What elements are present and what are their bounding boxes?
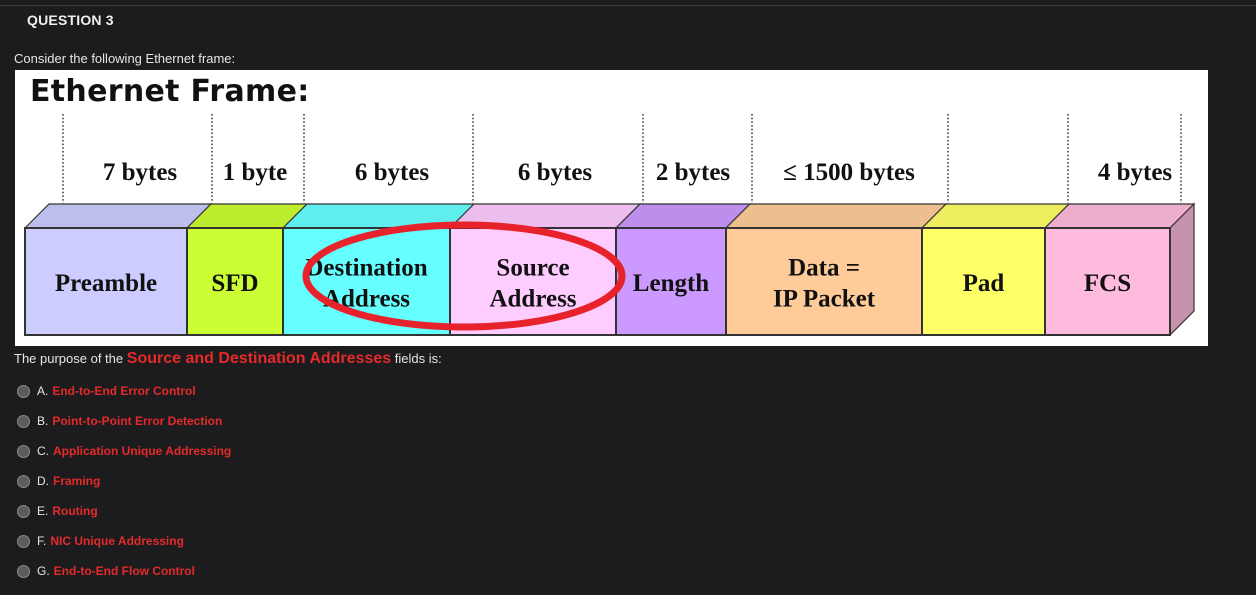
field-size-label: 6 bytes [518,159,593,186]
option-letter: F. [37,534,47,548]
prompt-before: The purpose of the [14,351,124,366]
field-size-label: 6 bytes [355,159,430,186]
option-d[interactable]: D. Framing [17,471,100,491]
option-letter: C. [37,444,49,458]
field-label: Length [633,270,710,297]
field-box-top [920,203,1071,229]
option-text: Framing [53,474,101,488]
field-box-top [23,203,213,229]
field-size-label: 1 byte [223,159,288,186]
field-size-label: 7 bytes [103,159,178,186]
field-size-label: 4 bytes [1098,159,1173,186]
option-c[interactable]: C. Application Unique Addressing [17,441,231,461]
field-label: Preamble [55,270,157,297]
option-b[interactable]: B. Point-to-Point Error Detection [17,411,222,431]
option-e[interactable]: E. Routing [17,501,98,521]
field-label: SFD [211,270,258,297]
option-letter: E. [37,504,49,518]
prompt-highlight: Source and Destination Addresses [126,350,392,367]
option-text: Routing [52,504,98,518]
prompt-after: fields is: [394,351,442,366]
field-label: Pad [963,270,1005,297]
field-box-front [186,227,284,336]
field-box-top [724,203,948,229]
option-f[interactable]: F. NIC Unique Addressing [17,531,184,551]
field-label: Data =IP Packet [773,255,876,313]
field-box-front [615,227,727,336]
radio-button-a[interactable] [17,384,30,398]
option-g[interactable]: G. End-to-End Flow Control [17,561,195,581]
question-prompt: The purpose of the Source and Destinatio… [14,350,442,368]
field-size-label: ≤ 1500 bytes [783,159,915,186]
field-label: FCS [1084,270,1131,297]
top-divider [0,5,1256,6]
option-text: Application Unique Addressing [53,444,232,458]
figure-title: Ethernet Frame: [30,74,310,109]
field-box-top [1043,203,1196,229]
option-letter: A. [37,384,49,398]
option-text: Point-to-Point Error Detection [52,414,223,428]
field-size-label: 2 bytes [656,159,731,186]
radio-button-b[interactable] [17,414,30,428]
radio-button-d[interactable] [17,474,30,488]
option-text: End-to-End Error Control [52,384,196,398]
question-title: QUESTION 3 [27,12,114,28]
field-box-front [1044,227,1171,336]
radio-button-g[interactable] [17,564,30,578]
option-letter: G. [37,564,50,578]
question-intro: Consider the following Ethernet frame: [14,51,236,66]
radio-button-f[interactable] [17,534,30,548]
field-box-side [1169,202,1195,337]
radio-button-e[interactable] [17,504,30,518]
radio-button-c[interactable] [17,444,30,458]
option-a[interactable]: A. End-to-End Error Control [17,381,196,401]
field-box-front [725,227,923,336]
option-letter: B. [37,414,49,428]
option-text: End-to-End Flow Control [53,564,195,578]
option-letter: D. [37,474,49,488]
address-highlight-ellipse [302,221,626,331]
option-text: NIC Unique Addressing [50,534,184,548]
